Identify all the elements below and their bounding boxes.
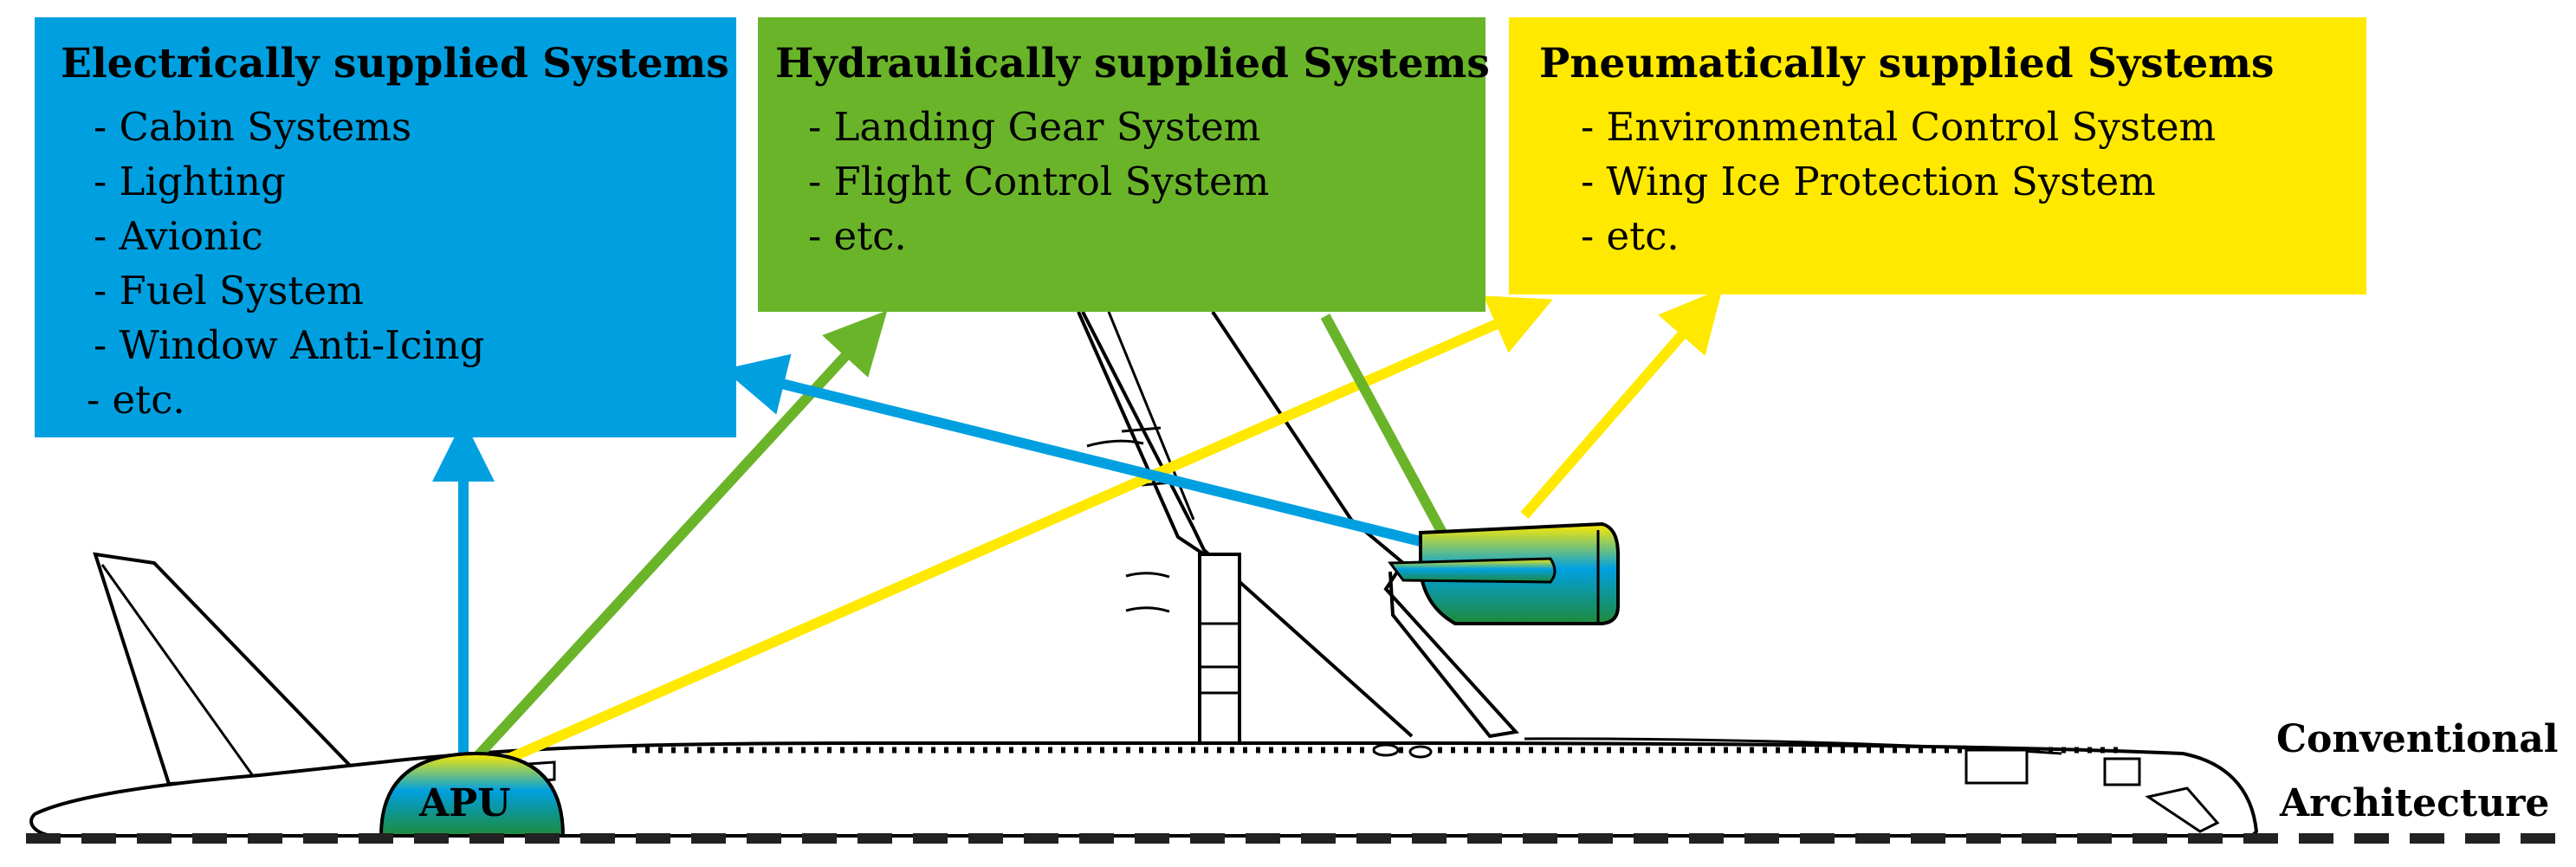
wheel-mark-1: [1372, 743, 1400, 757]
list-item: - Flight Control System: [808, 159, 1270, 204]
pneumatic-title: Pneumatically supplied Systems: [1539, 40, 2275, 87]
list-item: - Cabin Systems: [94, 104, 412, 150]
nose-gear: [2145, 786, 2220, 833]
list-item: - Environmental Control System: [1581, 104, 2217, 150]
door-front: [2103, 757, 2141, 786]
list-item: - Window Anti-Icing: [94, 322, 485, 368]
pneumatic-list: - Environmental Control System - Wing Ic…: [1539, 100, 2366, 263]
fuselage: [29, 741, 2259, 838]
tail-fin-edge: [100, 564, 257, 780]
flap-fairing-3: [1125, 606, 1170, 613]
wing-leading-edge: [1081, 311, 1414, 738]
flap-fairing-2: [1125, 572, 1170, 579]
arrow-engine-pneumatic: [1520, 288, 1723, 519]
architecture-label-line1: Conventional: [2276, 717, 2559, 761]
list-item: - etc.: [1581, 213, 1680, 259]
gear-strut: [1198, 553, 1241, 745]
door-mid: [1964, 748, 2029, 785]
arrow-engine-electrical: [723, 353, 1422, 547]
list-item: - Landing Gear System: [808, 104, 1261, 150]
apu-unit: [379, 751, 566, 838]
pneumatic-systems-box: Pneumatically supplied Systems - Environ…: [1509, 17, 2366, 294]
wing-inner-edge: [1077, 311, 1206, 743]
list-item: - etc.: [808, 213, 907, 259]
arrow-engine-hydraulic: [1320, 314, 1447, 535]
electrical-systems-box: Electrically supplied Systems - Cabin Sy…: [35, 17, 736, 437]
arrow-apu-pneumatic: [478, 295, 1553, 776]
list-item: - Lighting: [94, 159, 286, 204]
hydraulic-list: - Landing Gear System - Flight Control S…: [775, 100, 1485, 263]
wheel-mark-2: [1408, 745, 1433, 759]
electrical-title: Electrically supplied Systems: [61, 40, 729, 87]
engine-pylon: [1388, 557, 1557, 584]
wing-root: [1383, 561, 1519, 739]
architecture-label-line2: Architecture: [2280, 781, 2550, 825]
list-item: - Wing Ice Protection System: [1581, 159, 2156, 204]
hydraulic-title: Hydraulically supplied Systems: [775, 40, 1490, 87]
list-item: - etc.: [87, 377, 185, 423]
list-item: - Avionic: [94, 213, 263, 259]
electrical-list: - Cabin Systems - Lighting - Avionic - F…: [61, 100, 736, 427]
hydraulic-systems-box: Hydraulically supplied Systems - Landing…: [758, 17, 1490, 312]
tail-fin: [93, 552, 359, 786]
list-item: - Fuel System: [94, 268, 364, 314]
arrow-apu-hydraulic: [468, 310, 888, 767]
flap-fairing-1: [1086, 439, 1144, 448]
wing-spar-1: [1121, 426, 1162, 433]
apu-label: APU: [419, 781, 511, 825]
